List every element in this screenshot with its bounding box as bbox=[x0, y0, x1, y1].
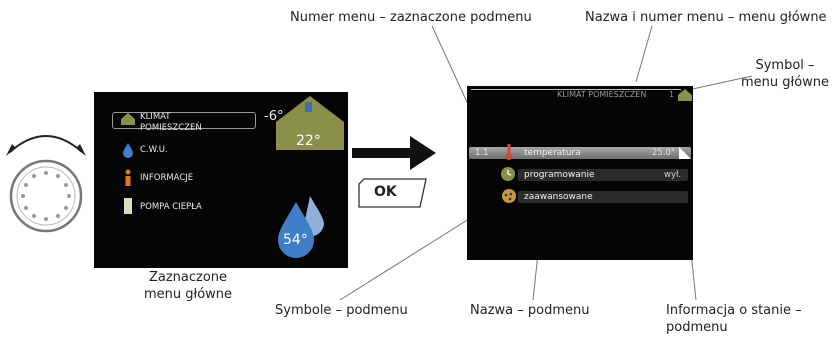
selected-menu-highlight bbox=[112, 112, 256, 129]
callout-main-menu-name: Nazwa i numer menu – menu główne bbox=[585, 10, 827, 25]
ok-button-frame bbox=[358, 178, 427, 208]
heat-pump-icon bbox=[124, 198, 132, 214]
submenu-screen: KLIMAT POMIESZCZEŃ 1 1.1 temperatura 25.… bbox=[467, 86, 693, 260]
control-knob-icon[interactable] bbox=[8, 158, 84, 234]
menu-header-title: KLIMAT POMIESZCZEŃ bbox=[557, 90, 647, 99]
rotate-arrow-icon bbox=[9, 135, 83, 153]
callout-status-sub: Informacja o stanie – podmenu bbox=[666, 303, 802, 335]
submenu-status: wył. bbox=[664, 170, 682, 180]
menu-item-label[interactable]: KLIMAT POMIESZCZEŃ bbox=[140, 112, 202, 133]
callout-selected-main: Zaznaczone menu główne bbox=[143, 270, 233, 302]
callout-symbols-sub: Symbole – podmenu bbox=[275, 303, 408, 318]
submenu-row-bar[interactable] bbox=[518, 169, 688, 181]
submenu-label[interactable]: temperatura bbox=[524, 148, 581, 158]
arrow-right-icon bbox=[352, 136, 436, 170]
menu-header-number: 1 bbox=[669, 90, 675, 99]
indoor-temperature: 22° bbox=[296, 133, 321, 149]
info-icon bbox=[125, 169, 131, 186]
thermometer-icon bbox=[505, 144, 513, 160]
submenu-label[interactable]: programowanie bbox=[524, 170, 595, 180]
main-menu-screen: KLIMAT POMIESZCZEŃ C.W.U. INFORMACJE POM… bbox=[94, 92, 348, 268]
header-divider bbox=[471, 89, 681, 90]
corner-marker-icon bbox=[679, 147, 691, 159]
house-icon bbox=[276, 96, 344, 150]
clock-icon bbox=[501, 167, 515, 181]
ok-button[interactable]: OK bbox=[358, 178, 428, 208]
settings-icon bbox=[502, 189, 516, 203]
ok-button-label: OK bbox=[374, 184, 397, 200]
menu-item-label[interactable]: INFORMACJE bbox=[140, 173, 194, 183]
callout-menu-number: Numer menu – zaznaczone podmenu bbox=[290, 10, 532, 25]
callout-symbol-main: Symbol – menu główne bbox=[740, 58, 830, 90]
water-temperature: 54° bbox=[283, 232, 308, 248]
menu-item-label[interactable]: POMPA CIEPŁA bbox=[140, 202, 202, 212]
submenu-label[interactable]: zaawansowane bbox=[524, 192, 593, 202]
water-drop-icon bbox=[278, 196, 324, 258]
submenu-row-bar[interactable] bbox=[518, 191, 688, 203]
callout-name-sub: Nazwa – podmenu bbox=[470, 303, 590, 318]
house-icon bbox=[121, 113, 135, 125]
submenu-status: 25.0° bbox=[652, 148, 676, 158]
water-drop-icon bbox=[123, 143, 133, 158]
house-icon bbox=[678, 89, 692, 101]
menu-item-label[interactable]: C.W.U. bbox=[140, 145, 168, 155]
submenu-number: 1.1 bbox=[475, 148, 489, 158]
submenu-row-highlight[interactable] bbox=[469, 147, 691, 159]
